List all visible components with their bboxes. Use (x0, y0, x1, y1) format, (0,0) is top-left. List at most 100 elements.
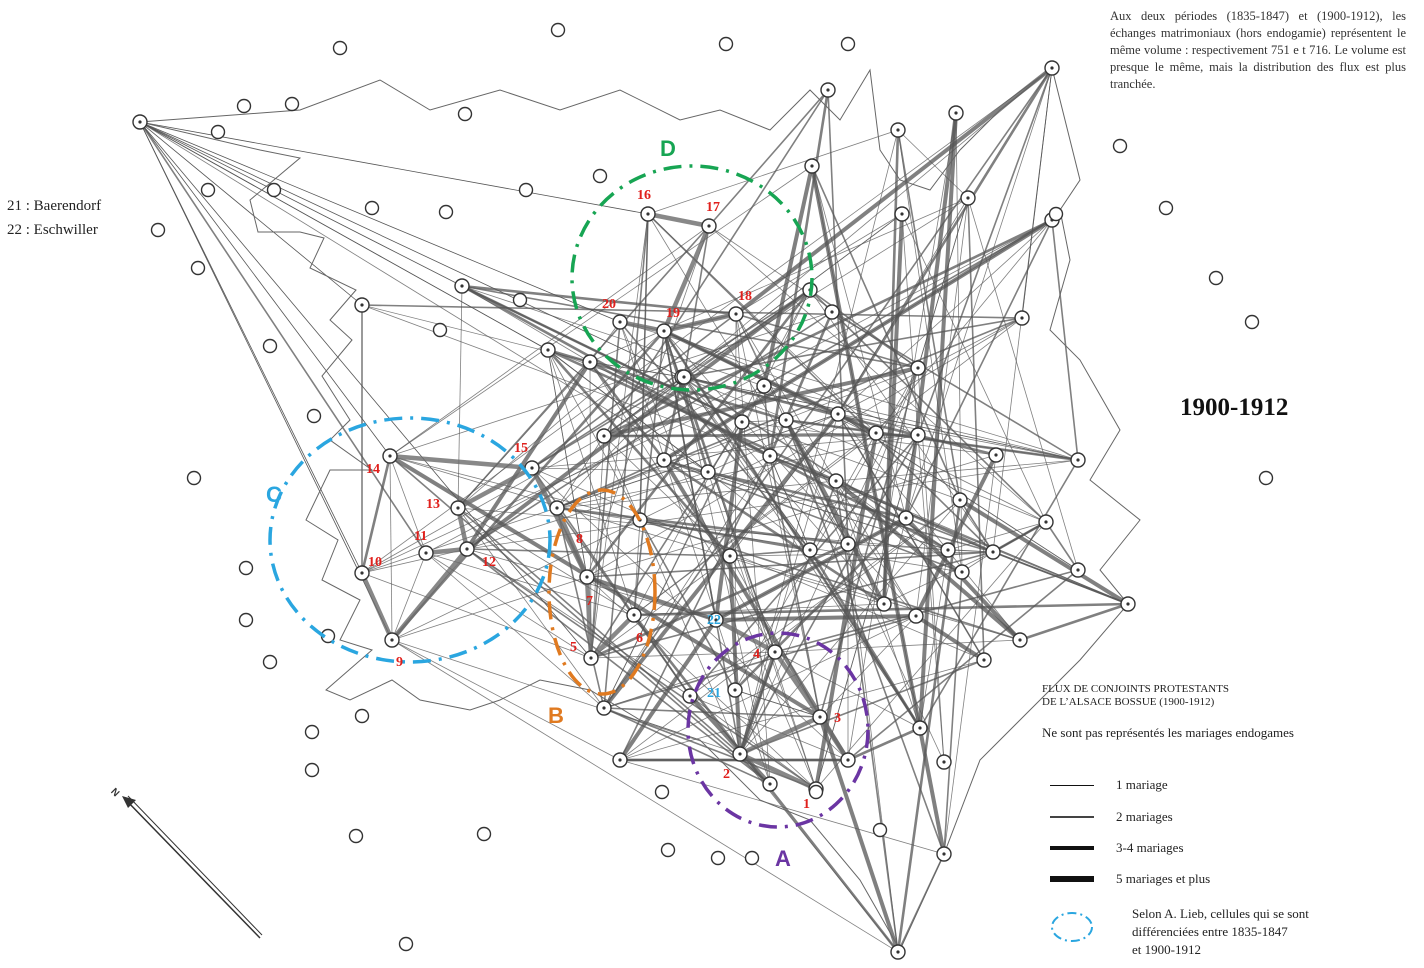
flow-line (139, 121, 427, 554)
flow-line (361, 548, 468, 574)
flow-line (391, 639, 741, 755)
flow-line (919, 459, 1079, 729)
strong-flow-line (584, 576, 594, 659)
flow-line (992, 67, 1053, 553)
village-node-dot (424, 551, 428, 555)
isolated-village-node (432, 322, 448, 338)
isolated-village-node (262, 654, 278, 670)
isolated-village-node (660, 842, 676, 858)
flow-line (556, 434, 919, 509)
isolated-village-node (1112, 138, 1128, 154)
isolated-village-node (808, 784, 824, 800)
flow-line (603, 218, 1053, 438)
flow-line (883, 517, 907, 605)
flow-line (915, 197, 969, 617)
isolated-village-node (518, 182, 534, 198)
isolated-village-node (744, 850, 760, 866)
village-node-dot (714, 618, 718, 622)
legend-line-3 (1050, 846, 1094, 850)
village-node-dot (360, 303, 364, 307)
strong-flow-line (773, 650, 822, 719)
flow-line (943, 454, 997, 855)
village-node-dot (942, 760, 946, 764)
flow-line (603, 707, 771, 785)
flow-line (774, 651, 921, 729)
flow-line (918, 112, 958, 729)
legend-item-3: 3-4 mariages (1050, 840, 1184, 856)
flow-line (681, 376, 771, 785)
village-node-dot (138, 120, 142, 124)
flow-line (619, 499, 961, 761)
flow-line (715, 614, 917, 622)
flow-line (837, 317, 1023, 415)
village-number-10: 10 (368, 555, 382, 570)
village-node-dot (896, 128, 900, 132)
village-node-dot (662, 329, 666, 333)
flow-line (389, 311, 833, 457)
village-name-legend: 21 : Baerendorf 22 : Eschwiller (7, 194, 101, 242)
strong-flow-line (739, 751, 817, 792)
flow-line (547, 349, 641, 521)
isolated-village-node (654, 784, 670, 800)
flow-line (139, 121, 393, 641)
isolated-village-node (438, 204, 454, 220)
legend-cell-text-2: différenciées entre 1835-1847 (1132, 924, 1288, 939)
village-node-dot (991, 550, 995, 554)
flow-line (589, 361, 592, 659)
flow-line (465, 360, 592, 551)
flow-line (603, 213, 903, 437)
village-number-4: 4 (753, 647, 760, 662)
flow-line (897, 129, 963, 573)
isolated-village-node (364, 200, 380, 216)
flow-line (875, 219, 1053, 434)
village-node-dot (1076, 458, 1080, 462)
flow-line (689, 499, 961, 697)
isolated-village-node (1258, 470, 1274, 486)
flow-line (139, 121, 621, 323)
flow-line (603, 707, 821, 718)
isolated-village-node (238, 612, 254, 628)
village-node-dot (585, 575, 589, 579)
strong-flow-line (663, 311, 737, 334)
flow-line (457, 507, 635, 616)
flow-line (1051, 219, 1079, 461)
flow-line (361, 572, 592, 659)
flow-line (633, 289, 811, 616)
village-number-3: 3 (834, 711, 841, 726)
village-node-dot (1020, 316, 1024, 320)
flow-line (905, 67, 1053, 519)
cell-c-letter: C (266, 482, 282, 507)
strong-flow-line (456, 466, 534, 510)
flow-line (457, 330, 665, 509)
legend-note: Ne sont pas représentés les mariages end… (1042, 725, 1294, 740)
flow-line (461, 285, 765, 387)
flow-line (811, 165, 907, 519)
village-node-dot (588, 360, 592, 364)
flow-line (847, 569, 1079, 761)
village-number-14: 14 (366, 462, 380, 477)
isolated-village-node (210, 124, 226, 140)
village-node-dot (662, 458, 666, 462)
village-node-dot (589, 656, 593, 660)
flow-line (763, 385, 1079, 461)
strong-flow-line (589, 613, 636, 660)
village-number-6: 6 (636, 631, 643, 646)
isolated-village-node (304, 724, 320, 740)
strong-flow-line (359, 572, 395, 641)
village-node-dot (846, 758, 850, 762)
village-node-dot (916, 366, 920, 370)
flow-line (662, 330, 922, 729)
village-node-dot (982, 658, 986, 662)
flow-line (689, 695, 849, 761)
strong-flow-line (818, 715, 850, 762)
isolated-village-node (354, 708, 370, 724)
legend-item-1: 1 mariage (1050, 777, 1168, 793)
isolated-village-node (262, 338, 278, 354)
flow-line (831, 311, 1079, 461)
strong-flow-line (714, 618, 777, 654)
isolated-village-node (840, 36, 856, 52)
isolated-village-node (186, 470, 202, 486)
flow-line (959, 499, 994, 553)
village-node-dot (740, 420, 744, 424)
